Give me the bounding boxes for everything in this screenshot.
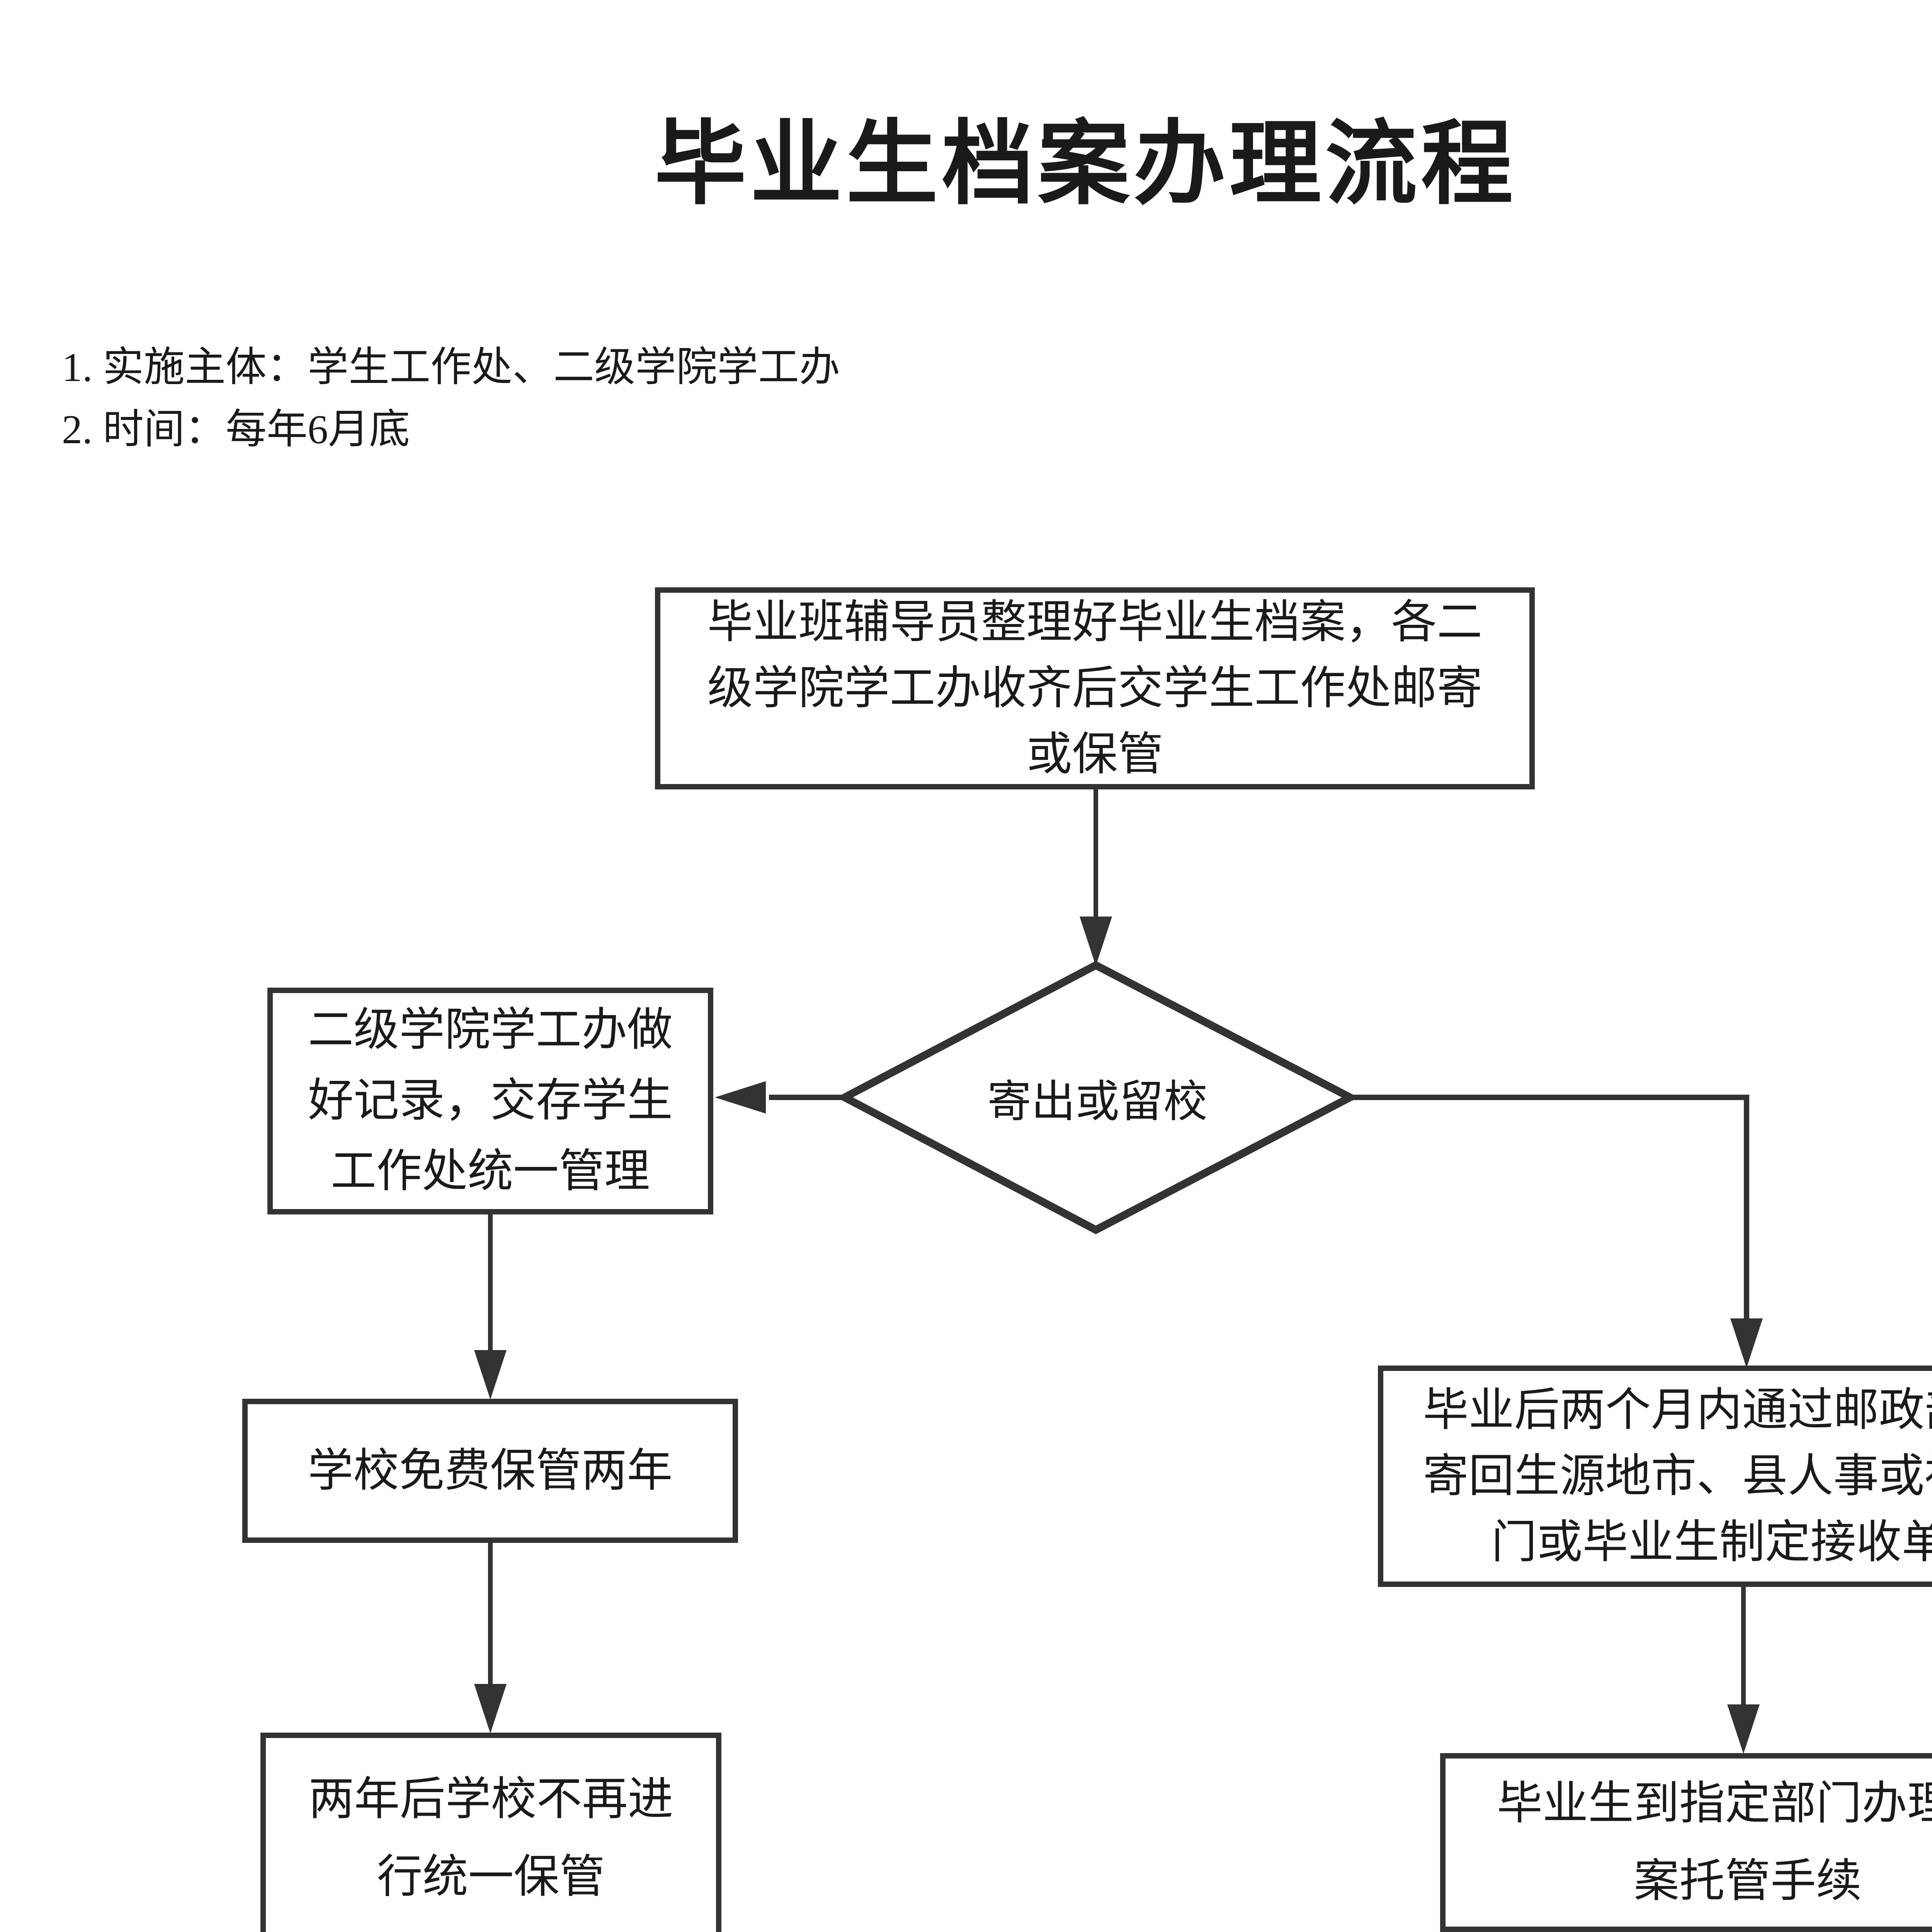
note-item-1: 1. 实施主体：学生工作处、二级学院学工办	[62, 345, 840, 390]
page-title: 毕业生档案办理流程	[654, 114, 1517, 216]
note-item-2: 2. 时间：每年6月底	[62, 407, 410, 452]
flow-step-collect-archives: 毕业班辅导员整理好毕业生档案，各二 级学院学工办收齐后交学生工作处邮寄 或保管	[655, 587, 1535, 789]
decision-diamond-shape	[836, 961, 1359, 1235]
arrow-mail-to-rightend	[1727, 1587, 1760, 1754]
arrow-decision-to-record	[715, 1081, 845, 1114]
flow-step-handle-custody-procedure: 毕业生到指定部门办理档 案托管手续	[1440, 1753, 1932, 1932]
flow-step-mail-within-two-months: 毕业后两个月内通过邮政部门邮 寄回生源地市、县人事或社保部 门或毕业生制定接收单…	[1378, 1366, 1932, 1587]
arrow-start-to-decision	[1080, 789, 1112, 966]
flow-step-school-keeps-two-years: 学校免费保管两年	[242, 1399, 738, 1543]
decision-label: 寄出或留校	[987, 1077, 1208, 1126]
arrow-keep-to-leftend	[474, 1543, 507, 1733]
notes-block: 1. 实施主体：学生工作处、二级学院学工办 2. 时间：每年6月底	[62, 336, 840, 461]
flow-step-record-and-store: 二级学院学工办做 好记录，交存学生 工作处统一管理	[267, 988, 713, 1214]
flow-step-no-longer-kept: 两年后学校不再进 行统一保管	[260, 1733, 721, 1932]
arrow-decision-to-mail	[1350, 1095, 1763, 1368]
arrow-record-to-keep	[474, 1214, 507, 1400]
